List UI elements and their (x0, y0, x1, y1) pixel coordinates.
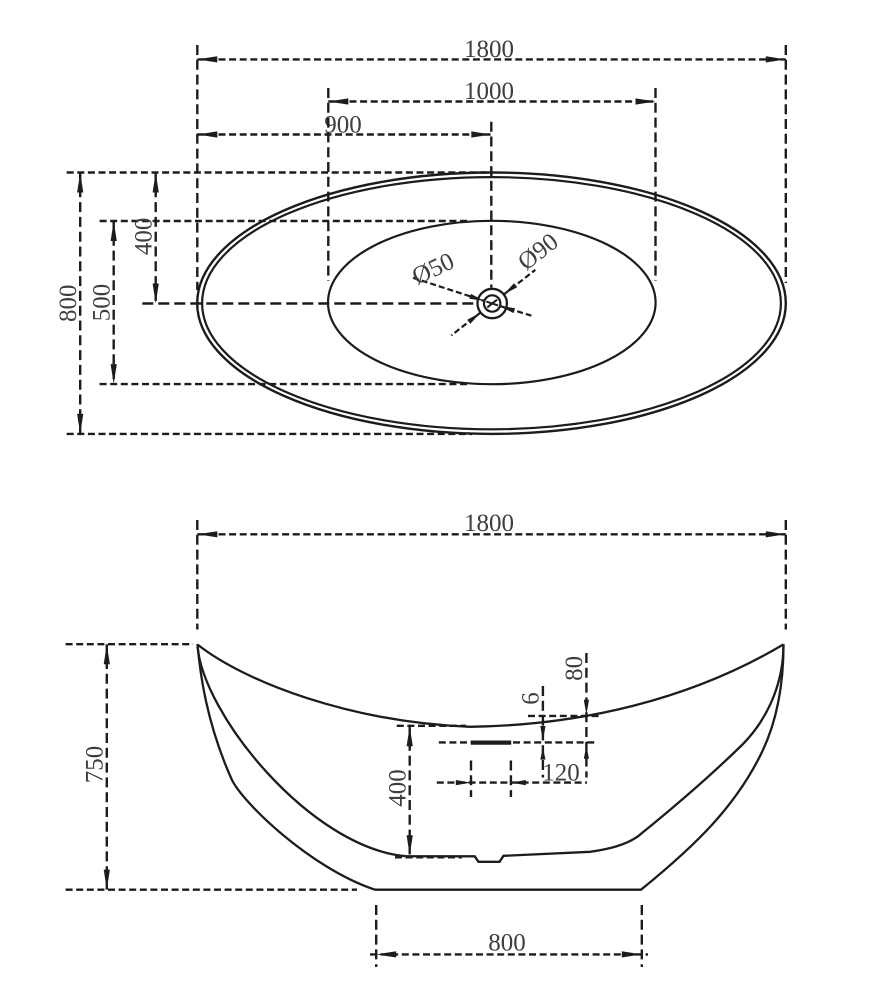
svg-text:1800: 1800 (464, 510, 514, 537)
svg-text:750: 750 (82, 746, 109, 784)
svg-text:6: 6 (518, 692, 545, 705)
svg-text:120: 120 (542, 760, 580, 787)
svg-text:800: 800 (55, 284, 82, 322)
svg-text:1800: 1800 (464, 36, 514, 63)
svg-text:900: 900 (324, 112, 362, 139)
svg-text:1000: 1000 (464, 78, 514, 105)
svg-text:800: 800 (488, 930, 526, 957)
svg-text:400: 400 (130, 218, 157, 256)
svg-text:400: 400 (384, 769, 411, 807)
svg-text:80: 80 (561, 656, 588, 681)
svg-text:500: 500 (88, 284, 115, 322)
